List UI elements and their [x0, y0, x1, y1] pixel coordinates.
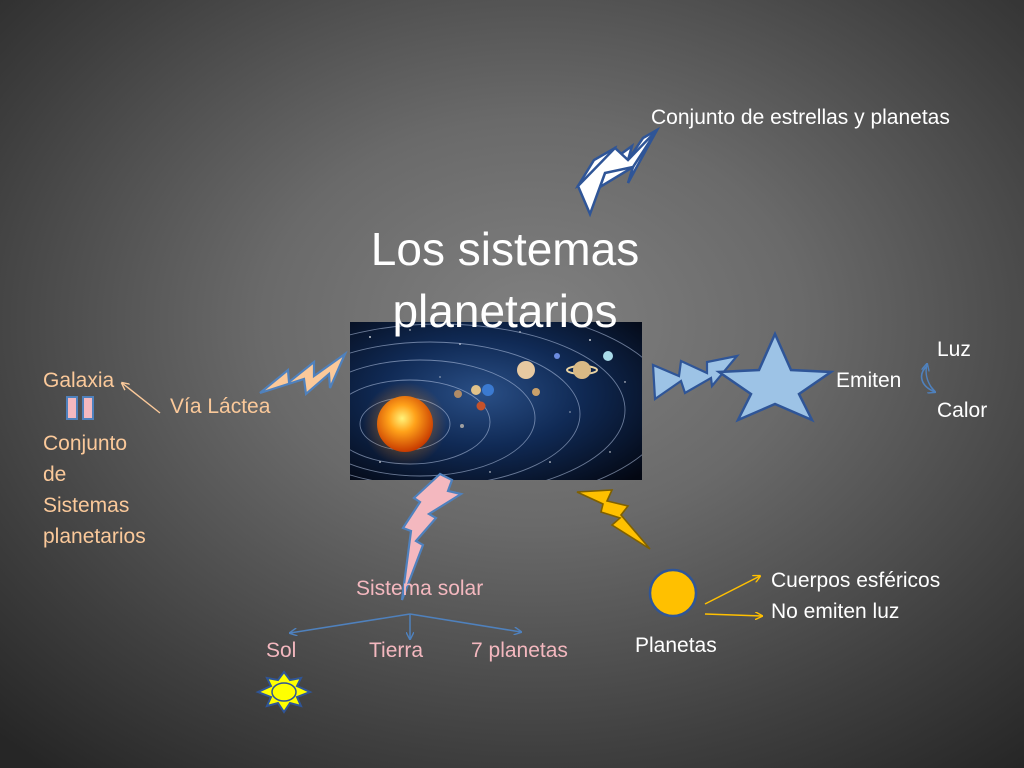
star-icon	[715, 330, 835, 423]
planet-property-2: No emiten luz	[771, 600, 900, 623]
lightning-arrow-down-icon	[400, 472, 464, 601]
page-title: Los sistemas planetarios	[330, 218, 680, 342]
pause-icon	[66, 396, 94, 420]
galaxy-desc-line: Sistemas	[43, 494, 130, 517]
planet-arrow-1	[704, 576, 760, 605]
calor-label: Calor	[937, 399, 988, 422]
galaxy-description: Conjunto de Sistemas planetarios	[43, 428, 146, 552]
curved-arrow-icon	[920, 365, 935, 392]
sun-icon	[255, 670, 313, 714]
lightning-arrow-top-icon	[576, 129, 659, 218]
tierra-label: Tierra	[369, 639, 424, 662]
curved-arrow-up-icon	[926, 364, 936, 393]
galaxy-label: Galaxia	[43, 369, 115, 392]
planetas-label: Planetas	[635, 634, 717, 657]
sistema-solar-label: Sistema solar	[356, 577, 484, 600]
solar-system-image	[350, 322, 642, 480]
luz-label: Luz	[937, 338, 971, 361]
galaxy-desc-line: planetarios	[43, 525, 146, 548]
planet-property-1: Cuerpos esféricos	[771, 569, 941, 592]
galaxy-desc-line: de	[43, 463, 67, 486]
title-line-1: Los sistemas	[370, 223, 640, 275]
via-lactea-label: Vía Láctea	[170, 395, 271, 418]
lightning-arrow-right-icon	[651, 354, 740, 402]
emiten-label: Emiten	[836, 369, 902, 392]
sol-label: Sol	[266, 639, 297, 662]
definition-label: Conjunto de estrellas y planetas	[651, 106, 950, 129]
galaxy-desc-line: Conjunto	[43, 432, 128, 455]
title-line-2: planetarios	[392, 285, 618, 337]
planet-arrow-2	[704, 614, 762, 616]
circle-planet-icon	[648, 568, 698, 618]
siete-planetas-label: 7 planetas	[471, 639, 568, 662]
lightning-arrow-planets-icon	[576, 489, 651, 550]
lightning-arrow-left-icon	[259, 350, 348, 397]
via-lactea-arrow	[122, 383, 161, 414]
sistema-solar-branches	[290, 613, 521, 639]
